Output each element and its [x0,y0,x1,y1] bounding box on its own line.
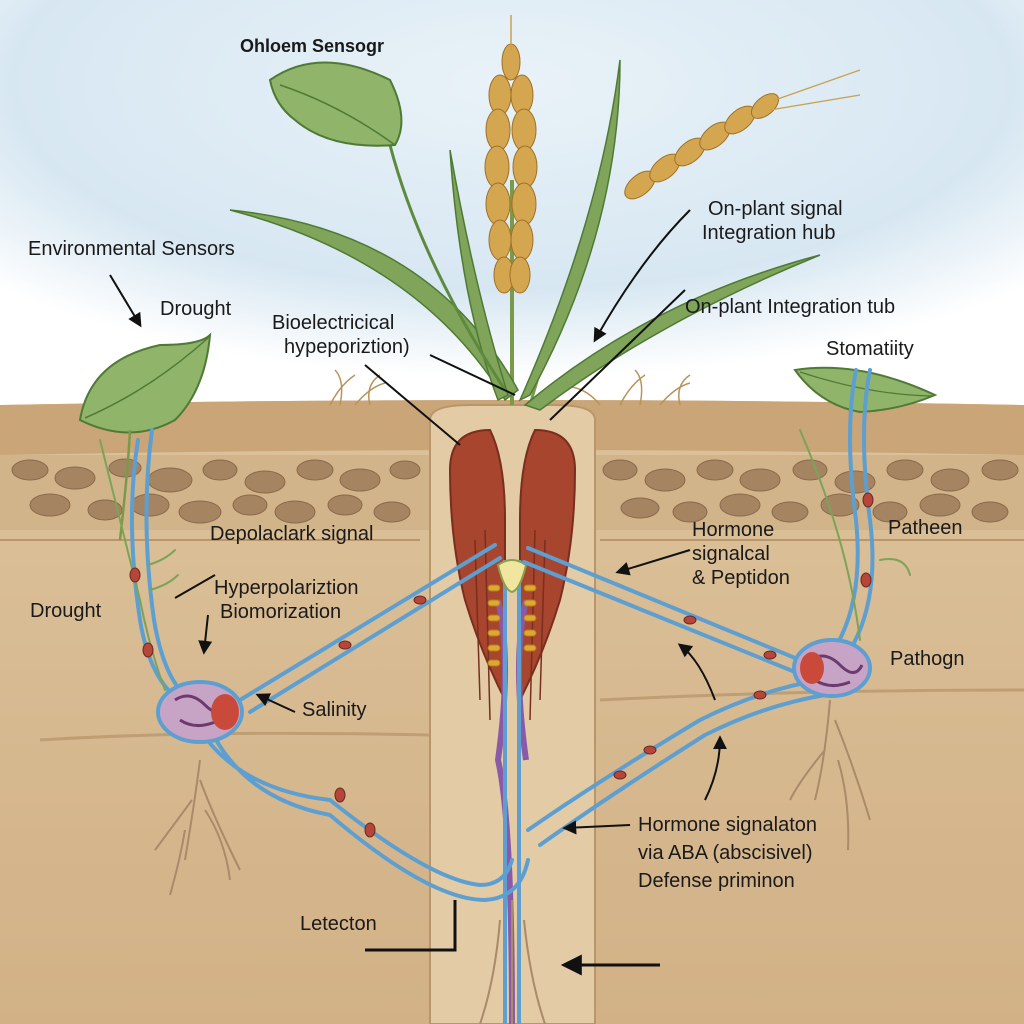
arrow-curved-up-2 [704,735,727,801]
leader-onplant-tub [549,289,686,421]
wheat-ear-central [484,43,538,294]
label-hyperpolarization-line1: Hyperpolariztion [214,577,359,599]
label-bioelectrical-line1: Bioelectricical [272,312,395,334]
leader-bioelectrical [364,364,461,446]
arrow-onplant-signal [593,209,691,343]
cluster-left [156,680,244,744]
label-drought-top: Drought [160,298,232,320]
vascular-bundles [487,584,537,667]
phloem-network [99,368,911,903]
label-hormone-top-line2: signalcal [692,543,770,565]
label-stomatity: Stomatiity [826,338,914,360]
leader-letecton [365,900,457,952]
label-onplant-signal-line1: On-plant signal [708,198,843,220]
label-hormone-top-line1: Hormone [692,519,775,541]
arrow-curved-up [677,643,716,701]
arrow-salinity [255,693,296,713]
label-pathogn: Pathogn [890,648,965,670]
label-drought-left: Drought [30,600,102,622]
cluster-right [792,638,872,698]
label-letecton: Letecton [300,913,377,935]
arrow-hormone-bottom [562,820,631,835]
dry-grass [329,369,691,406]
label-hyperpolarization-line2: Biomorization [220,601,342,623]
label-onplant-signal-hub: On-plant signal Integration hub [702,197,843,245]
label-onplant-integration-tub: On-plant Integration tub [685,296,896,318]
arrow-hormone-top [615,549,691,576]
grass-blades [229,59,821,411]
label-salinity: Salinity [302,699,367,721]
soil-horizon-low-right [599,688,1024,702]
label-environmental-sensors: Environmental Sensors [28,238,235,260]
label-depolaclark-signal: Depolaclark signal [210,523,374,545]
leader-hyperpolarization [174,574,216,599]
roots [154,699,871,1024]
arrow-hyperpolarization-down [198,614,213,655]
annotation-arrows [109,209,727,976]
label-hormone-bottom-line1: Hormone signalaton [638,814,817,836]
label-hyperpolarization: Hyperpolariztion Biomorization [214,576,359,624]
label-bioelectrical-line2: hypeporiztion) [284,336,410,358]
label-bioelectrical: Bioelectricical hypeporiztion) [272,311,410,359]
label-hormone-top-line3: & Peptidon [692,567,790,589]
signal-nodes [129,492,874,838]
pebbles [11,458,1019,524]
label-hormone-aba: Hormone signalaton via ABA (abscisivel) … [638,813,817,893]
wheat-ear-right [624,93,780,200]
wheat-plant [229,15,861,411]
diagram-title: Ohloem Sensogr [240,36,385,56]
label-hormone-bottom-line3: Defense priminon [638,870,795,892]
label-patheen: Patheen [888,517,963,539]
label-onplant-signal-line2: Integration hub [702,222,836,244]
arrow-env-sensors [109,274,142,328]
label-hormone-peptidon: Hormone signalcal & Peptidon [692,518,790,590]
integration-node [496,559,528,594]
leader-bioelectrical-2 [429,354,516,396]
label-hormone-bottom-line2: via ABA (abscisivel) [638,842,813,864]
